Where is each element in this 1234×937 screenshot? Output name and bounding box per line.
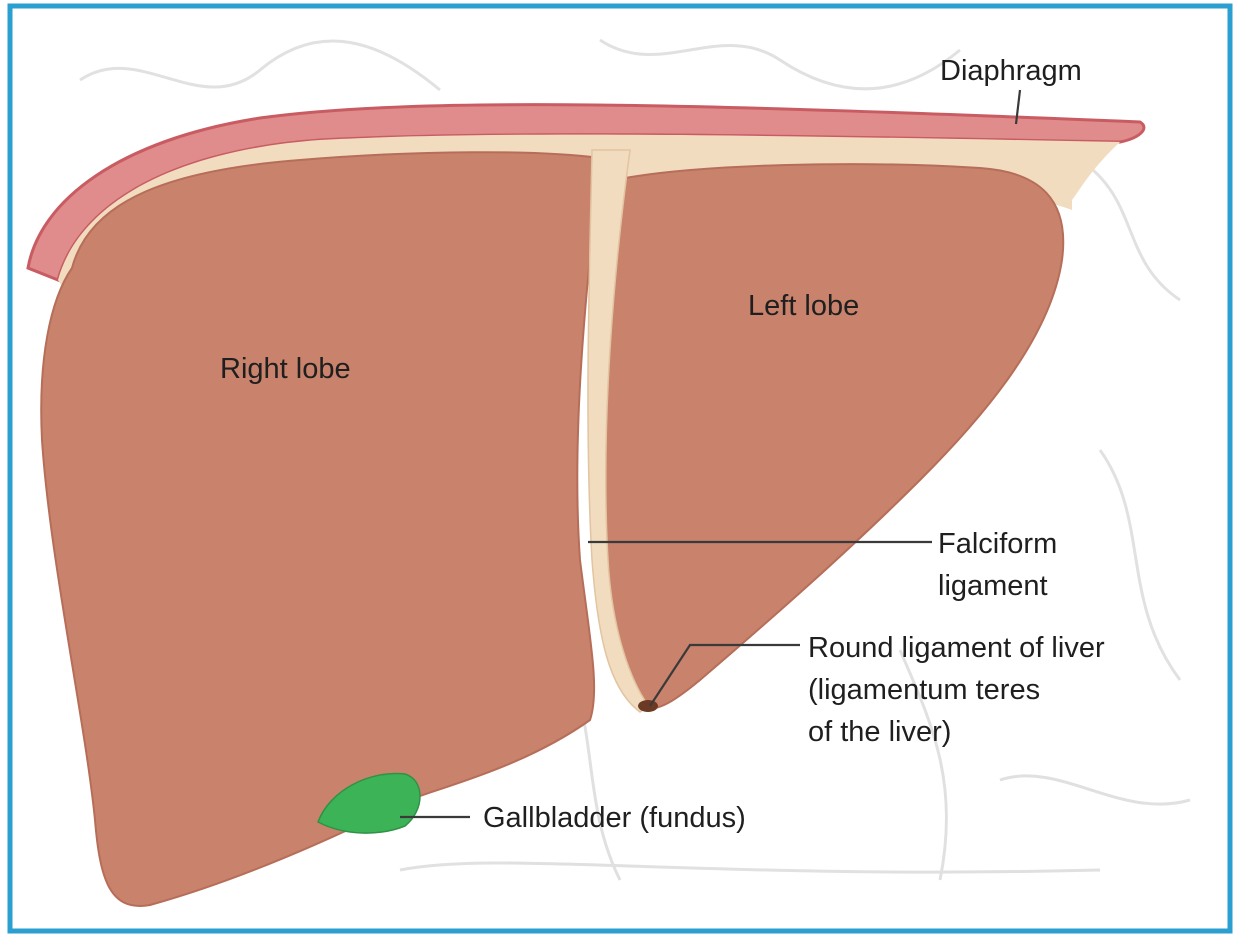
label-falciform-1: Falciform (938, 528, 1057, 560)
round-ligament-tip (638, 700, 658, 712)
label-round-ligament-3: of the liver) (808, 716, 951, 748)
label-right-lobe: Right lobe (220, 353, 351, 385)
label-gallbladder: Gallbladder (fundus) (483, 802, 746, 834)
label-diaphragm: Diaphragm (940, 55, 1082, 87)
label-left-lobe: Left lobe (748, 290, 859, 322)
label-falciform-2: ligament (938, 570, 1048, 602)
label-round-ligament-2: (ligamentum teres (808, 674, 1040, 706)
label-round-ligament-1: Round ligament of liver (808, 632, 1105, 664)
